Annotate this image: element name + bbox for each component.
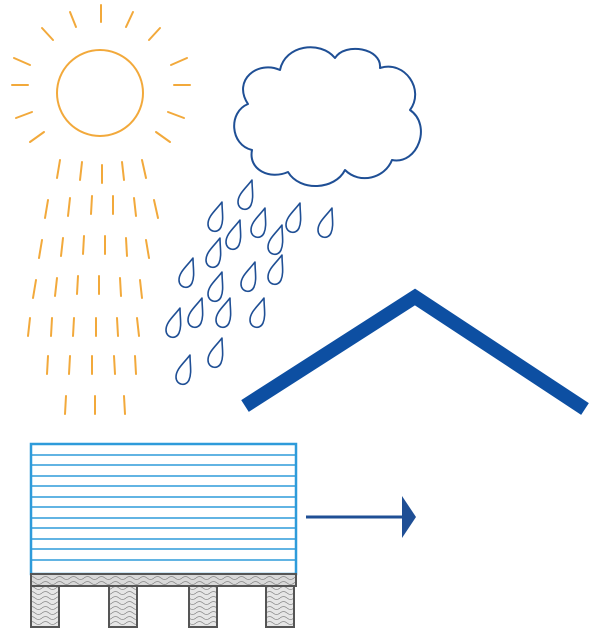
wooden-pallet (30, 573, 297, 628)
right-arrow-icon (306, 496, 416, 538)
sun-rays (11, 4, 191, 415)
stacked-boards (29, 442, 298, 576)
roof-shape (241, 288, 589, 415)
rain-drops (165, 179, 334, 386)
cloud-icon (233, 46, 422, 187)
sun-icon (56, 49, 144, 137)
